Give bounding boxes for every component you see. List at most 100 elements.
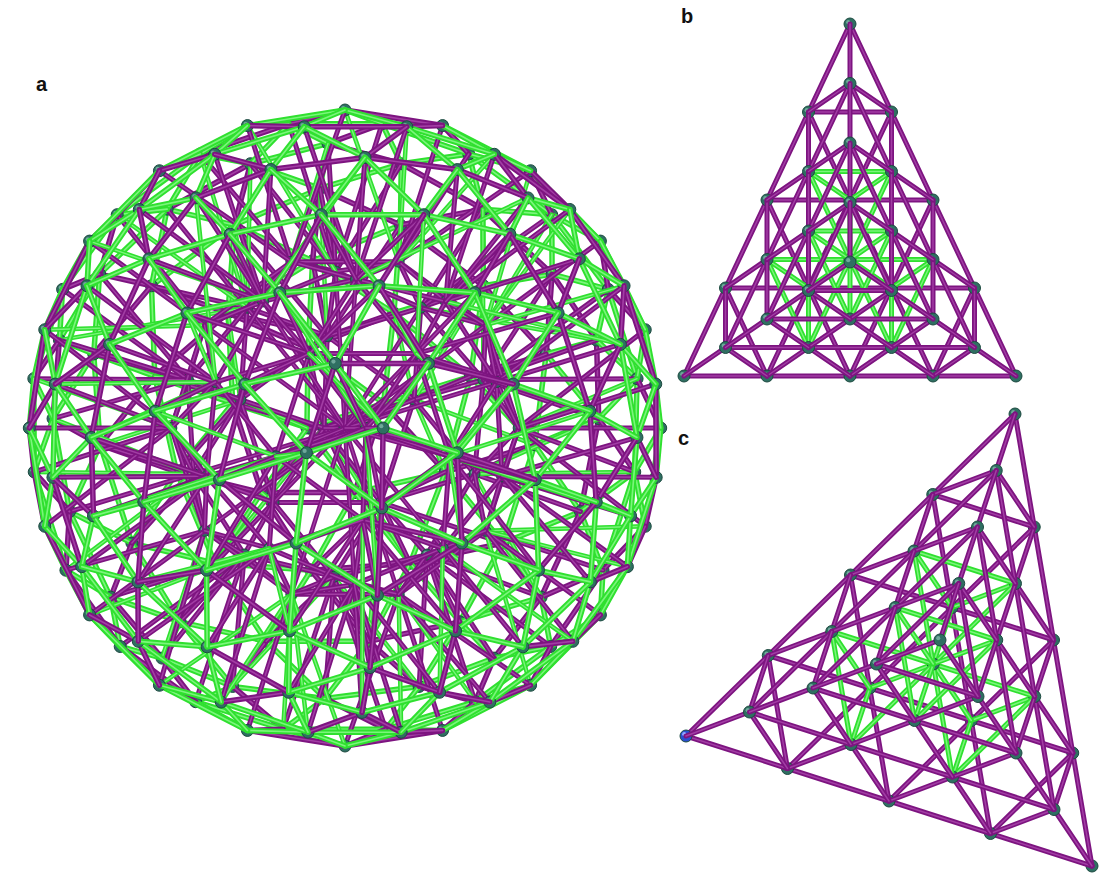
bond-rod <box>475 234 510 293</box>
bond-highlight <box>289 692 362 712</box>
bond-highlight <box>456 570 539 631</box>
bond-rod <box>620 344 637 437</box>
bond-rod <box>45 330 56 384</box>
bond-highlight <box>308 731 401 733</box>
bond-highlight <box>91 437 93 515</box>
bond-highlight <box>462 543 538 570</box>
bond-highlight <box>362 692 440 712</box>
bond-highlight <box>45 526 90 615</box>
bond-rod <box>291 584 354 594</box>
bond-rod <box>424 170 457 215</box>
bond-highlight <box>450 384 514 456</box>
bond-rod <box>304 127 365 158</box>
bond-rod <box>53 437 91 477</box>
bond-rod <box>29 426 171 431</box>
bond-rod <box>138 548 269 582</box>
bond-highlight <box>247 126 335 272</box>
bond-rod <box>490 641 573 702</box>
bond-rod <box>370 631 456 668</box>
bond-highlight <box>291 584 354 594</box>
bond-highlight <box>558 259 579 313</box>
bond-rod <box>377 595 455 631</box>
bond-rod <box>590 502 596 582</box>
bond-highlight <box>45 330 172 428</box>
bond-highlight <box>370 631 456 668</box>
bond-highlight <box>215 154 271 169</box>
bond-highlight <box>91 344 109 437</box>
bond-rod <box>135 582 141 641</box>
bond-highlight <box>53 384 55 477</box>
bond-highlight <box>87 286 110 345</box>
bond-highlight <box>45 330 56 384</box>
bond-rod <box>91 437 93 515</box>
bond-rod <box>29 428 53 477</box>
bond-highlight <box>207 647 289 692</box>
bond-rod <box>53 476 207 477</box>
bond-rod <box>440 692 490 702</box>
bond-highlight <box>513 384 589 411</box>
bond-highlight <box>196 198 230 234</box>
bond-highlight <box>207 631 289 647</box>
bond-rod <box>475 293 558 313</box>
bond-rod <box>362 668 370 713</box>
bond-highlight <box>370 595 377 667</box>
bond-rod <box>637 437 656 477</box>
bond-rod <box>637 384 656 437</box>
bond-highlight <box>138 570 207 582</box>
bond-rod <box>207 647 289 692</box>
bond-rod <box>321 157 365 214</box>
bond-highlight <box>377 595 455 631</box>
bond-highlight <box>110 313 187 344</box>
bond-rod <box>653 384 659 477</box>
bond-highlight <box>93 502 143 516</box>
bond-rod <box>304 124 407 130</box>
bond-rod <box>535 480 596 502</box>
bond-rod <box>263 157 365 301</box>
bond-highlight <box>620 344 637 437</box>
bond-highlight <box>596 437 637 502</box>
bond-highlight <box>289 668 370 693</box>
bond-highlight <box>362 668 370 713</box>
bond-highlight <box>263 157 365 301</box>
bond-highlight <box>53 437 91 477</box>
bond-rod <box>196 198 230 234</box>
bond-highlight <box>424 215 475 293</box>
bond-highlight <box>475 293 558 313</box>
bond-rod <box>110 313 187 344</box>
bond-rod <box>55 384 91 437</box>
bond-highlight <box>490 641 573 702</box>
bond-highlight <box>570 209 624 285</box>
bond-rod <box>204 570 210 647</box>
bond-rod <box>286 631 292 692</box>
bond-rod <box>271 127 304 170</box>
bond-rod <box>139 209 149 258</box>
bond-highlight <box>308 712 362 732</box>
bond-rod <box>247 126 335 272</box>
bond-highlight <box>29 427 171 429</box>
bond-highlight <box>138 582 207 647</box>
bond-highlight <box>416 215 423 354</box>
bond-rod <box>539 502 597 570</box>
bond-highlight <box>475 234 510 293</box>
bond-rod <box>440 631 456 692</box>
bond-highlight <box>138 502 144 582</box>
bond-rod <box>596 437 637 502</box>
bond-highlight <box>90 209 140 241</box>
bond-rod <box>45 330 172 428</box>
bond-rod <box>360 520 365 712</box>
bond-highlight <box>149 259 187 313</box>
bond-highlight <box>91 411 155 437</box>
bond-highlight <box>53 476 207 477</box>
bond-highlight <box>82 567 139 642</box>
bond-rod <box>365 157 424 214</box>
bond-rod <box>82 516 94 567</box>
bond-rod <box>110 344 156 411</box>
bond-highlight <box>531 615 601 685</box>
bond-highlight <box>535 411 590 479</box>
bond-highlight <box>276 456 363 520</box>
bond-rod <box>138 641 221 702</box>
bond-highlight <box>590 344 621 411</box>
bond-highlight <box>590 502 596 582</box>
bond-rod <box>53 477 94 516</box>
bond-rod <box>362 712 401 732</box>
